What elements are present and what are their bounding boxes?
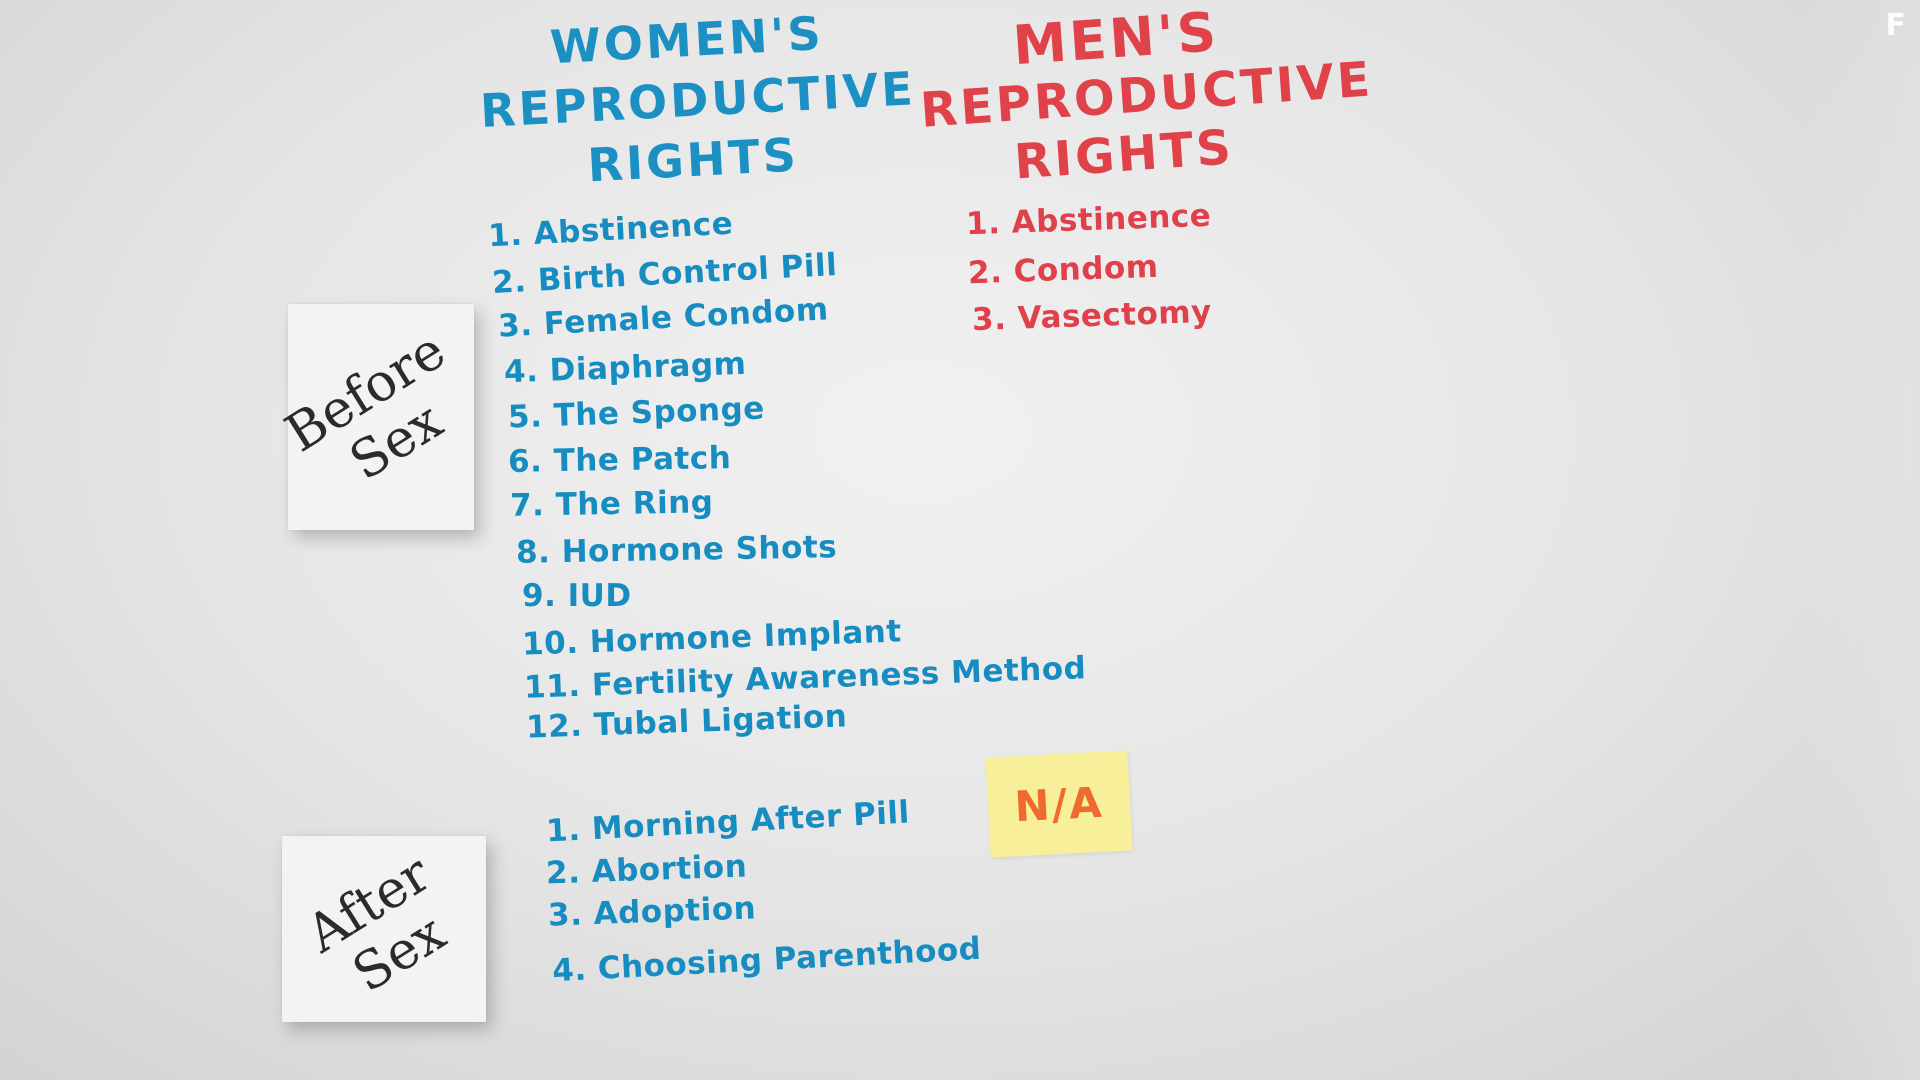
mens-heading: MEN'S REPRODUCTIVE RIGHTS bbox=[914, 0, 1375, 198]
na-label: N/A bbox=[1013, 777, 1105, 831]
logo-icon: F bbox=[1885, 8, 1907, 43]
before-sex-label: Before Sex bbox=[275, 321, 486, 512]
womens-heading: WOMEN'S REPRODUCTIVE RIGHTS bbox=[476, 0, 917, 201]
list-item: 8. Hormone Shots bbox=[515, 529, 838, 571]
list-item: 12. Tubal Ligation bbox=[525, 698, 848, 746]
list-item: 4. Choosing Parenthood bbox=[551, 930, 983, 990]
list-item: 3. Adoption bbox=[547, 890, 757, 934]
list-item: 6. The Patch bbox=[507, 440, 732, 480]
list-item: 1. Morning After Pill bbox=[545, 794, 911, 850]
list-item: 3. Female Condom bbox=[497, 291, 830, 345]
list-item: 1. Abstinence bbox=[965, 197, 1212, 243]
before-sex-sticky-note: Before Sex bbox=[275, 304, 474, 530]
list-item: 5. The Sponge bbox=[507, 390, 766, 436]
edge-shade bbox=[1800, 0, 1920, 1080]
list-item: 1. Abstinence bbox=[487, 205, 735, 255]
list-item: 2. Condom bbox=[967, 248, 1160, 292]
list-item: 2. Abortion bbox=[545, 848, 748, 892]
list-item: 3. Vasectomy bbox=[971, 293, 1213, 339]
list-item: 10. Hormone Implant bbox=[521, 613, 903, 663]
list-item: 4. Diaphragm bbox=[503, 345, 747, 391]
list-item: 7. The Ring bbox=[509, 484, 714, 524]
mens-after-sex-na-note: N/A bbox=[985, 750, 1133, 858]
after-sex-sticky-note: After Sex bbox=[282, 836, 486, 1022]
list-item: 9. IUD bbox=[522, 578, 632, 614]
after-sex-label: After Sex bbox=[297, 844, 471, 1014]
